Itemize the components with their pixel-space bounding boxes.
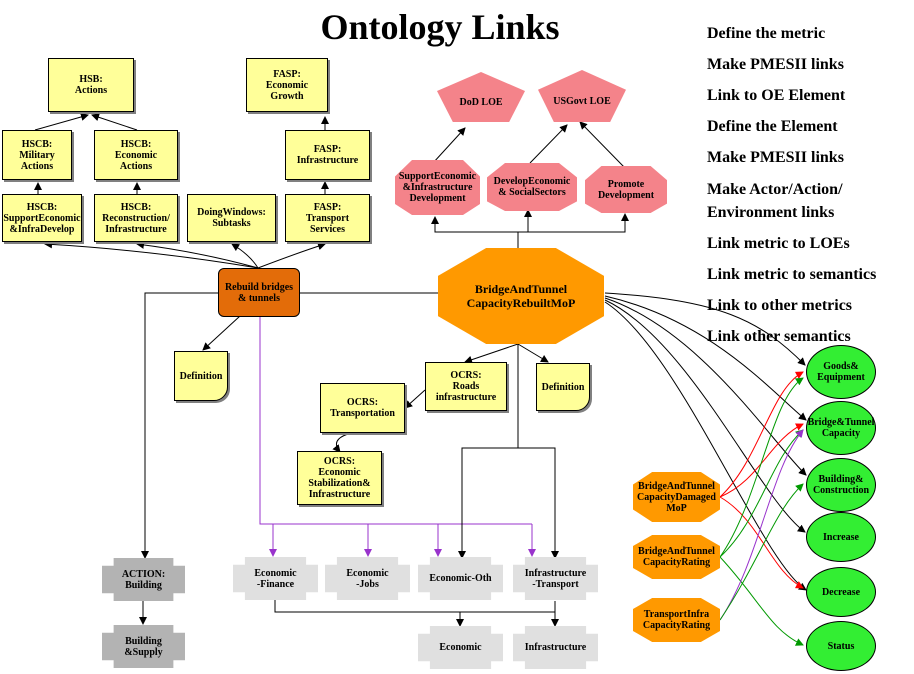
step-list: Define the metric Make PMESII links Link… (707, 20, 912, 346)
hscb-support-node[interactable]: HSCB: SupportEconomic &InfraDevelop (2, 194, 82, 242)
support-development-node[interactable]: SupportEconomic &Infrastructure Developm… (395, 160, 480, 215)
economic-jobs-node[interactable]: Economic -Jobs (325, 557, 410, 600)
status-node[interactable]: Status (806, 621, 876, 671)
rebuild-bridges-node[interactable]: Rebuild bridges & tunnels (218, 268, 300, 317)
ocrs-transportation-node[interactable]: OCRS: Transportation (320, 383, 405, 433)
capacity-rating-node[interactable]: BridgeAndTunnel CapacityRating (633, 535, 720, 579)
hscb-reconstruction-node[interactable]: HSCB: Reconstruction/ Infrastructure (94, 194, 178, 242)
step-item: Make PMESII links (707, 56, 844, 73)
hsb-actions-node[interactable]: HSB: Actions (48, 58, 134, 112)
building-supply-node[interactable]: Building &Supply (102, 625, 185, 668)
transport-capacity-rating-node[interactable]: TransportInfra CapacityRating (633, 598, 720, 642)
metric-node[interactable]: BridgeAndTunnel CapacityRebuiltMoP (438, 248, 604, 344)
related-metric-links (719, 371, 804, 646)
hscb-military-node[interactable]: HSCB: Military Actions (2, 130, 72, 180)
step-item: Make Actor/Action/ (707, 181, 843, 198)
decrease-node[interactable]: Decrease (806, 567, 876, 617)
bridge-capacity-node[interactable]: Bridge&Tunnel Capacity (806, 401, 876, 455)
infrastructure-transport-node[interactable]: Infrastructure -Transport (513, 557, 598, 600)
doing-windows-node[interactable]: DoingWindows: Subtasks (187, 194, 276, 242)
promote-development-node[interactable]: Promote Development (585, 166, 667, 213)
fasp-growth-node[interactable]: FASP: Economic Growth (246, 58, 328, 112)
semantic-links (604, 292, 807, 591)
step-item: Make PMESII links (707, 149, 844, 166)
increase-node[interactable]: Increase (806, 512, 876, 562)
page-title: Ontology Links (320, 7, 560, 47)
step-item: Environment links (707, 204, 835, 221)
definition-left-node[interactable]: Definition (174, 351, 228, 401)
economic-finance-node[interactable]: Economic -Finance (233, 557, 318, 600)
economic-node[interactable]: Economic (418, 626, 503, 669)
ocrs-economic-node[interactable]: OCRS: Economic Stabilization& Infrastruc… (297, 451, 382, 505)
fasp-transport-node[interactable]: FASP: Transport Services (285, 194, 370, 242)
fasp-infrastructure-node[interactable]: FASP: Infrastructure (285, 130, 370, 180)
building-construction-node[interactable]: Building& Construction (806, 458, 876, 512)
goods-equipment-node[interactable]: Goods& Equipment (806, 345, 876, 399)
develop-economic-node[interactable]: DevelopEconomic & SocialSectors (487, 163, 577, 211)
step-item: Link other semantics (707, 328, 851, 345)
step-item: Define the metric (707, 25, 826, 42)
step-item: Link metric to semantics (707, 266, 877, 283)
step-item: Link to other metrics (707, 297, 853, 314)
hscb-economic-node[interactable]: HSCB: Economic Actions (94, 130, 178, 180)
step-item: Link metric to LOEs (707, 235, 850, 252)
step-item: Link to OE Element (707, 87, 846, 104)
capacity-damaged-node[interactable]: BridgeAndTunnel CapacityDamaged MoP (633, 472, 720, 522)
step-item: Define the Element (707, 118, 838, 135)
rebuild-links (44, 240, 440, 625)
metric-links (274, 343, 559, 627)
pmesii-links (259, 316, 536, 557)
action-building-node[interactable]: ACTION: Building (102, 558, 185, 601)
definition-right-node[interactable]: Definition (536, 363, 590, 411)
infrastructure-node[interactable]: Infrastructure (513, 626, 598, 669)
economic-other-node[interactable]: Economic-Oth (418, 557, 503, 600)
loe-links (431, 121, 629, 248)
hierarchy-arrows-left (34, 113, 329, 194)
ocrs-roads-node[interactable]: OCRS: Roads infrastructure (425, 362, 507, 411)
